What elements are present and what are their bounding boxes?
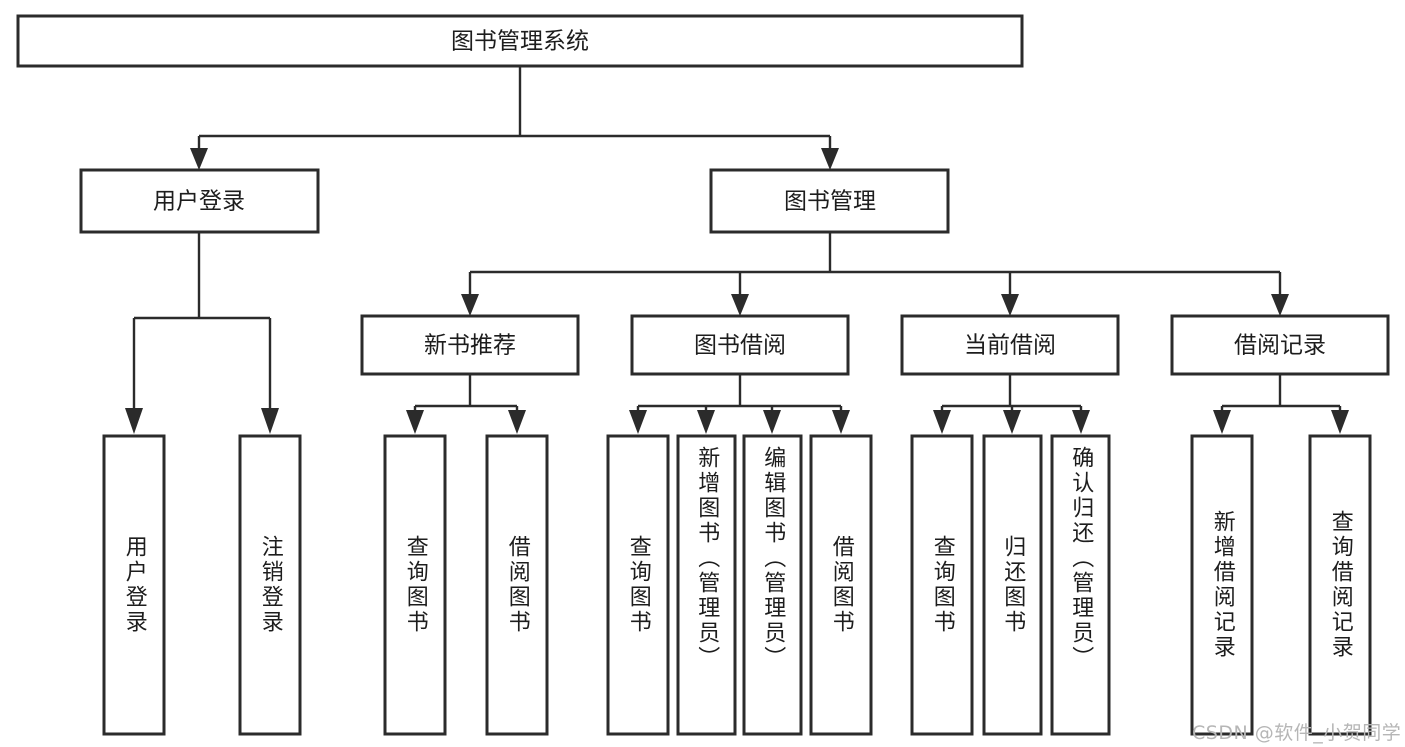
node-user-login[interactable]: 用户登录 [79, 168, 320, 234]
arrowhead-leaf-query-book-2 [629, 410, 647, 434]
node-borrow-record[interactable]: 借阅记录 [1170, 314, 1390, 376]
arrowhead-leaf-add-record [1213, 410, 1231, 434]
node-root[interactable]: 图书管理系统 [16, 14, 1024, 68]
node-new-book-recommend-rect[interactable] [360, 314, 580, 376]
node-leaf-add-book-rect[interactable] [676, 434, 737, 736]
node-root-label: 图书管理系统 [451, 29, 589, 55]
node-leaf-query-book-2-rect[interactable] [606, 434, 670, 736]
node-new-book-recommend-label: 新书推荐 [424, 333, 516, 359]
node-user-login-rect[interactable] [79, 168, 320, 234]
node-book-manage[interactable]: 图书管理 [709, 168, 950, 234]
node-leaf-user-login-rect[interactable] [102, 434, 166, 736]
node-user-login-label: 用户登录 [153, 189, 245, 215]
arrowhead-leaf-logout [261, 408, 279, 434]
connector-group-book-borrow [629, 374, 850, 434]
arrowhead-leaf-query-record [1331, 410, 1349, 434]
arrowhead-borrow-record [1271, 294, 1289, 316]
arrowhead-new-book-recommend [461, 294, 479, 316]
node-book-borrow-rect[interactable] [630, 314, 850, 376]
arrowhead-leaf-add-book [697, 410, 715, 434]
arrowhead-leaf-borrow-book-1 [508, 410, 526, 434]
node-book-manage-rect[interactable] [709, 168, 950, 234]
node-leaf-confirm-return-rect[interactable] [1050, 434, 1111, 736]
node-leaf-query-record-rect[interactable] [1308, 434, 1372, 736]
node-book-borrow[interactable]: 图书借阅 [630, 314, 850, 376]
arrowhead-leaf-query-book-3 [933, 410, 951, 434]
node-borrow-record-rect[interactable] [1170, 314, 1390, 376]
node-leaf-add-record-rect[interactable] [1190, 434, 1254, 736]
connector-group-new-book-recommend [406, 374, 526, 434]
node-current-borrow[interactable]: 当前借阅 [900, 314, 1120, 376]
node-new-book-recommend[interactable]: 新书推荐 [360, 314, 580, 376]
node-leaf-edit-book-rect[interactable] [742, 434, 803, 736]
node-borrow-record-label: 借阅记录 [1234, 333, 1326, 359]
node-leaf-logout-rect[interactable] [238, 434, 302, 736]
connector-group-borrow-record [1213, 374, 1349, 434]
arrowhead-leaf-query-book-1 [406, 410, 424, 434]
node-current-borrow-label: 当前借阅 [964, 333, 1056, 359]
node-leaf-borrow-book-2-rect[interactable] [809, 434, 873, 736]
arrowhead-leaf-user-login [125, 408, 143, 434]
node-root-rect[interactable] [16, 14, 1024, 68]
arrowhead-leaf-confirm-return [1072, 410, 1090, 434]
node-book-borrow-label: 图书借阅 [694, 333, 786, 359]
node-leaf-query-book-3-rect[interactable] [910, 434, 974, 736]
node-current-borrow-rect[interactable] [900, 314, 1120, 376]
connector-group-current-borrow [933, 374, 1090, 434]
connector-group-book-manage [461, 232, 1289, 316]
arrowhead-book-borrow [731, 294, 749, 316]
node-leaf-borrow-book-1-rect[interactable] [485, 434, 549, 736]
arrowhead-leaf-return-book [1003, 410, 1021, 434]
connector-group-root [190, 66, 839, 170]
csdn-watermark: CSDN @软件_小贺同学 [1192, 722, 1402, 744]
arrowhead-current-borrow [1001, 294, 1019, 316]
leaf-rect-group [102, 434, 1372, 736]
arrowhead-book-manage [821, 148, 839, 170]
node-leaf-query-book-1-rect[interactable] [383, 434, 447, 736]
node-book-manage-label: 图书管理 [784, 189, 876, 215]
connector-group-user-login [125, 232, 279, 434]
arrowhead-user-login [190, 148, 208, 170]
arrowhead-leaf-edit-book [763, 410, 781, 434]
arrowhead-leaf-borrow-book-2 [832, 410, 850, 434]
node-leaf-return-book-rect[interactable] [982, 434, 1043, 736]
